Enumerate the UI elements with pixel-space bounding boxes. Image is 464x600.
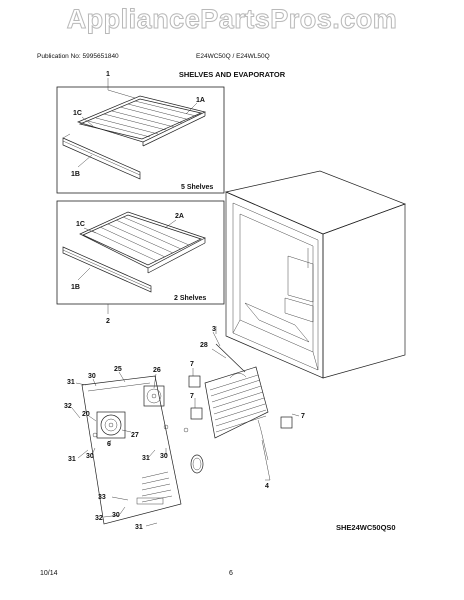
callout-7-b: 7 [190,393,194,400]
callout-32-a: 32 [64,403,72,410]
shelf-assembly-2 [62,211,206,293]
watermark: AppliancePartsPros.com [66,4,398,35]
callout-31-b: 31 [68,456,76,463]
callout-30-a: 30 [88,373,96,380]
callout-30-d: 30 [112,512,120,519]
evaporator-coil [204,366,271,481]
insulation-block-a [188,375,201,388]
callout-27: 27 [131,432,139,439]
callout-25: 25 [114,366,122,373]
callout-33: 33 [98,494,106,501]
two-shelf-box [56,200,225,305]
revision-date: 10/14 [40,570,58,577]
callout-1: 1 [106,71,110,78]
callout-1c-mid: 1C [76,221,85,228]
callout-26: 26 [153,367,161,374]
page-number: 6 [229,570,233,577]
callout-7-a: 7 [190,361,194,368]
callout-30-c: 30 [160,453,168,460]
model-numbers: E24WC50Q / E24WL50Q [196,53,270,60]
callout-30-b: 30 [86,453,94,460]
callout-20: 20 [82,411,90,418]
rear-panel [81,375,189,525]
callout-1a: 1A [196,97,205,104]
callout-6: 6 [107,441,111,448]
drain-tube [215,343,246,373]
callout-28: 28 [200,342,208,349]
callout-31-c: 31 [142,455,150,462]
five-shelves-label: 5 Shelves [181,184,213,191]
callout-31-a: 31 [67,379,75,386]
publication-number: Publication No: 5995651840 [37,53,119,60]
callout-32-b: 32 [95,515,103,522]
callout-1c-top: 1C [73,110,82,117]
two-shelves-label: 2 Shelves [174,295,206,302]
callout-2a: 2A [175,213,184,220]
callout-31-d: 31 [135,524,143,531]
callout-1b-top: 1B [71,171,80,178]
diagram-reference: SHE24WC50QS0 [336,523,396,532]
insulation-block-c [280,416,293,429]
callout-1b-mid: 1B [71,284,80,291]
evaporator-fan [96,385,165,439]
refrigerator-cabinet [224,170,406,379]
shelf-assembly-5 [62,95,207,180]
five-shelf-box [56,86,225,194]
callout-4: 4 [265,483,269,490]
callout-2: 2 [106,318,110,325]
callout-7-c: 7 [301,413,305,420]
section-title: SHELVES AND EVAPORATOR [178,70,286,79]
drain-heater-loop [190,454,204,474]
insulation-block-b [190,407,203,420]
callout-3: 3 [212,326,216,333]
